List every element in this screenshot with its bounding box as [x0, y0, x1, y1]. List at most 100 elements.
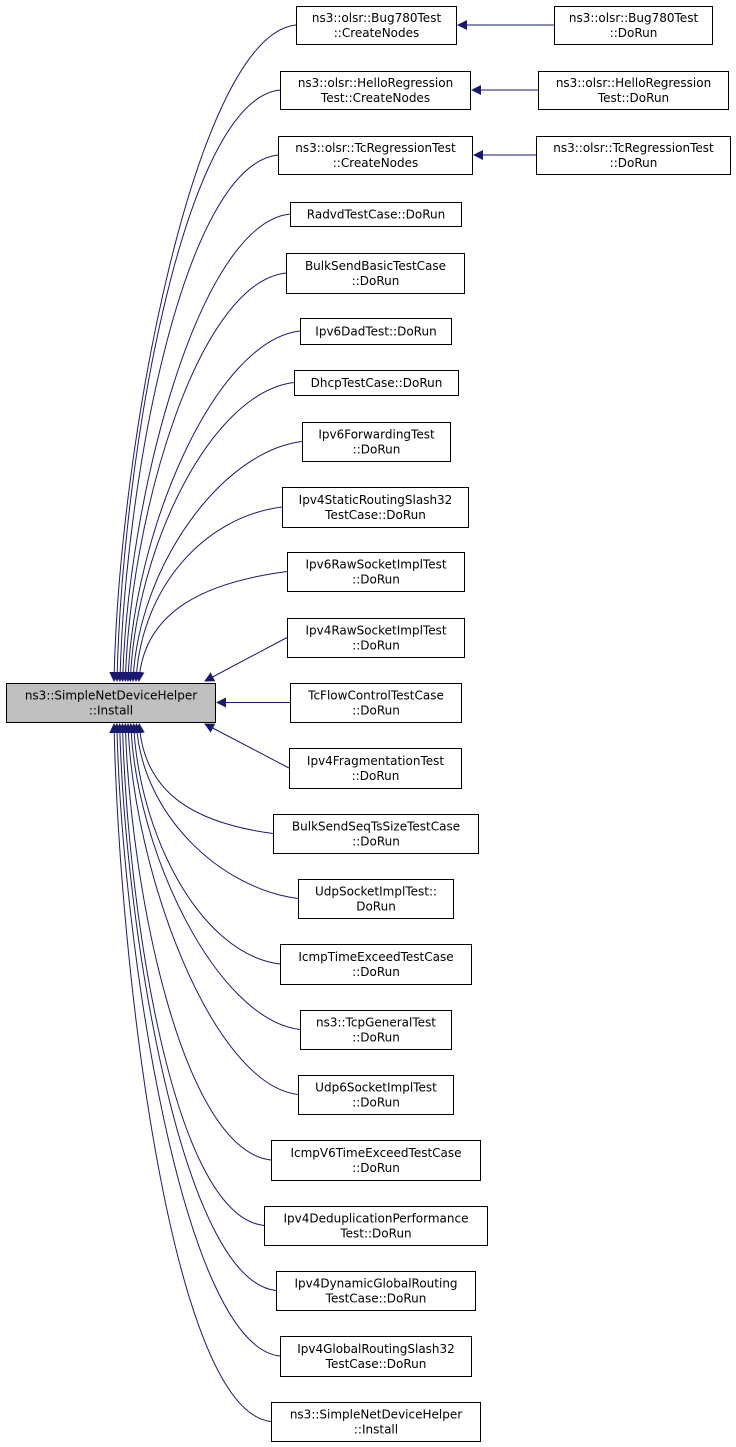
node-box: [264, 1206, 488, 1246]
node-ipv4-raw[interactable]: Ipv4RawSocketImplTest::DoRun: [287, 618, 465, 658]
node-box: [536, 136, 731, 175]
node-box: [302, 422, 451, 462]
node-self-install[interactable]: ns3::SimpleNetDeviceHelper::Install: [271, 1402, 481, 1442]
node-box: [273, 814, 479, 854]
node-box: [538, 71, 729, 110]
node-box: [300, 1010, 452, 1050]
edge-ipv4-dynamic: [114, 723, 277, 1291]
node-label-line: Test::DoRun: [339, 1227, 411, 1241]
edge-ipv4-global32: [112, 723, 281, 1357]
edge-hello-create: [112, 89, 281, 682]
node-label-line: DoRun: [356, 900, 396, 914]
node-label-line: IcmpTimeExceedTestCase: [298, 950, 453, 964]
edge-tcp-general: [126, 723, 301, 1030]
node-box: [290, 202, 462, 227]
node-box: [280, 1336, 472, 1377]
node-label-line: TcFlowControlTestCase: [307, 689, 444, 703]
node-icmpv6-time[interactable]: IcmpV6TimeExceedTestCase::DoRun: [271, 1140, 481, 1181]
node-box: [6, 683, 216, 723]
edge-ipv6-dad: [123, 330, 301, 682]
node-udp[interactable]: UdpSocketImplTest::DoRun: [298, 879, 454, 919]
edge-ipv6-fwd: [128, 441, 303, 682]
edge-tc-create: [115, 154, 279, 682]
node-tc-run[interactable]: ns3::olsr::TcRegressionTest::DoRun: [536, 136, 731, 175]
node-dhcp[interactable]: DhcpTestCase::DoRun: [294, 370, 459, 396]
node-label-line: DhcpTestCase::DoRun: [311, 376, 443, 390]
node-label-line: ns3::olsr::Bug780Test: [569, 11, 699, 25]
node-ipv6-dad[interactable]: Ipv6DadTest::DoRun: [300, 318, 452, 345]
node-tcp-general[interactable]: ns3::TcpGeneralTest::DoRun: [300, 1010, 452, 1050]
node-ipv6-raw[interactable]: Ipv6RawSocketImplTest::DoRun: [287, 552, 465, 592]
node-bug780-run[interactable]: ns3::olsr::Bug780Test::DoRun: [554, 6, 713, 45]
node-hello-create[interactable]: ns3::olsr::HelloRegressionTest::CreateNo…: [280, 71, 471, 110]
node-label-line: ::DoRun: [610, 26, 658, 40]
node-label-line: Ipv4RawSocketImplTest: [305, 624, 446, 638]
edge-bulksend-basic: [120, 272, 287, 682]
node-label-line: RadvdTestCase::DoRun: [307, 208, 445, 222]
node-label-line: ::DoRun: [352, 704, 400, 718]
node-box: [287, 618, 465, 658]
node-root[interactable]: ns3::SimpleNetDeviceHelper::Install: [6, 683, 216, 723]
node-radvd[interactable]: RadvdTestCase::DoRun: [290, 202, 462, 227]
node-box: [294, 370, 459, 396]
node-label-line: ::CreateNodes: [333, 156, 419, 170]
edges-layer: [109, 20, 554, 1422]
node-label-line: BulkSendSeqTsSizeTestCase: [292, 820, 460, 834]
node-box: [289, 748, 462, 789]
node-ipv4-frag[interactable]: Ipv4FragmentationTest::DoRun: [289, 748, 462, 789]
node-ipv6-fwd[interactable]: Ipv6ForwardingTest::DoRun: [302, 422, 451, 462]
node-label-line: ns3::SimpleNetDeviceHelper: [25, 689, 197, 703]
node-label-line: Ipv4FragmentationTest: [307, 754, 444, 768]
node-box: [554, 6, 713, 45]
node-box: [282, 487, 469, 528]
node-udp6[interactable]: Udp6SocketImplTest::DoRun: [298, 1075, 454, 1115]
node-icmp-time[interactable]: IcmpTimeExceedTestCase::DoRun: [280, 944, 472, 985]
node-box: [271, 1402, 481, 1442]
node-label-line: ns3::TcpGeneralTest: [316, 1016, 436, 1030]
node-box: [271, 1140, 481, 1181]
node-label-line: TestCase::DoRun: [325, 1357, 427, 1371]
edge-icmpv6-time: [120, 723, 272, 1161]
node-label-line: IcmpV6TimeExceedTestCase: [290, 1146, 461, 1160]
edge-icmp-time: [129, 723, 281, 965]
node-label-line: Udp6SocketImplTest: [315, 1081, 437, 1095]
node-label-line: ::Install: [354, 1423, 398, 1437]
node-label-line: ns3::olsr::Bug780Test: [312, 11, 442, 25]
node-box: [298, 879, 454, 919]
node-label-line: ::Install: [89, 704, 133, 718]
edge-bug780-create: [109, 24, 297, 682]
node-label-line: ::DoRun: [352, 1096, 400, 1110]
node-bulksend-seq[interactable]: BulkSendSeqTsSizeTestCase::DoRun: [273, 814, 479, 854]
node-label-line: Ipv4DeduplicationPerformance: [283, 1212, 468, 1226]
node-bug780-create[interactable]: ns3::olsr::Bug780Test::CreateNodes: [296, 6, 457, 45]
node-label-line: ns3::olsr::HelloRegression: [556, 76, 711, 90]
node-label-line: ::DoRun: [610, 156, 658, 170]
node-bulksend-basic[interactable]: BulkSendBasicTestCase::DoRun: [286, 253, 465, 294]
node-label-line: ns3::olsr::HelloRegression: [298, 76, 453, 90]
edge-radvd: [117, 213, 291, 682]
nodes-layer: ns3::SimpleNetDeviceHelper::Installns3::…: [6, 6, 731, 1442]
node-label-line: ::DoRun: [352, 769, 400, 783]
node-tc-create[interactable]: ns3::olsr::TcRegressionTest::CreateNodes: [278, 136, 473, 175]
node-label-line: ::DoRun: [352, 274, 400, 288]
edge-self-install: [109, 723, 272, 1422]
node-label-line: ::DoRun: [352, 1161, 400, 1175]
node-tc-flow[interactable]: TcFlowControlTestCase::DoRun: [290, 683, 462, 723]
node-label-line: Test::DoRun: [597, 91, 669, 105]
node-label-line: Ipv6DadTest::DoRun: [315, 325, 436, 339]
node-label-line: BulkSendBasicTestCase: [305, 259, 446, 273]
node-label-line: ::CreateNodes: [334, 26, 420, 40]
node-box: [280, 71, 471, 110]
node-label-line: TestCase::DoRun: [324, 508, 426, 522]
edge-ipv6-raw: [134, 571, 288, 682]
node-label-line: ::DoRun: [352, 639, 400, 653]
edge-bulksend-seq: [134, 723, 274, 834]
edge-ipv4-frag: [204, 723, 290, 769]
node-label-line: Test::CreateNodes: [320, 91, 430, 105]
node-label-line: Ipv6RawSocketImplTest: [305, 558, 446, 572]
